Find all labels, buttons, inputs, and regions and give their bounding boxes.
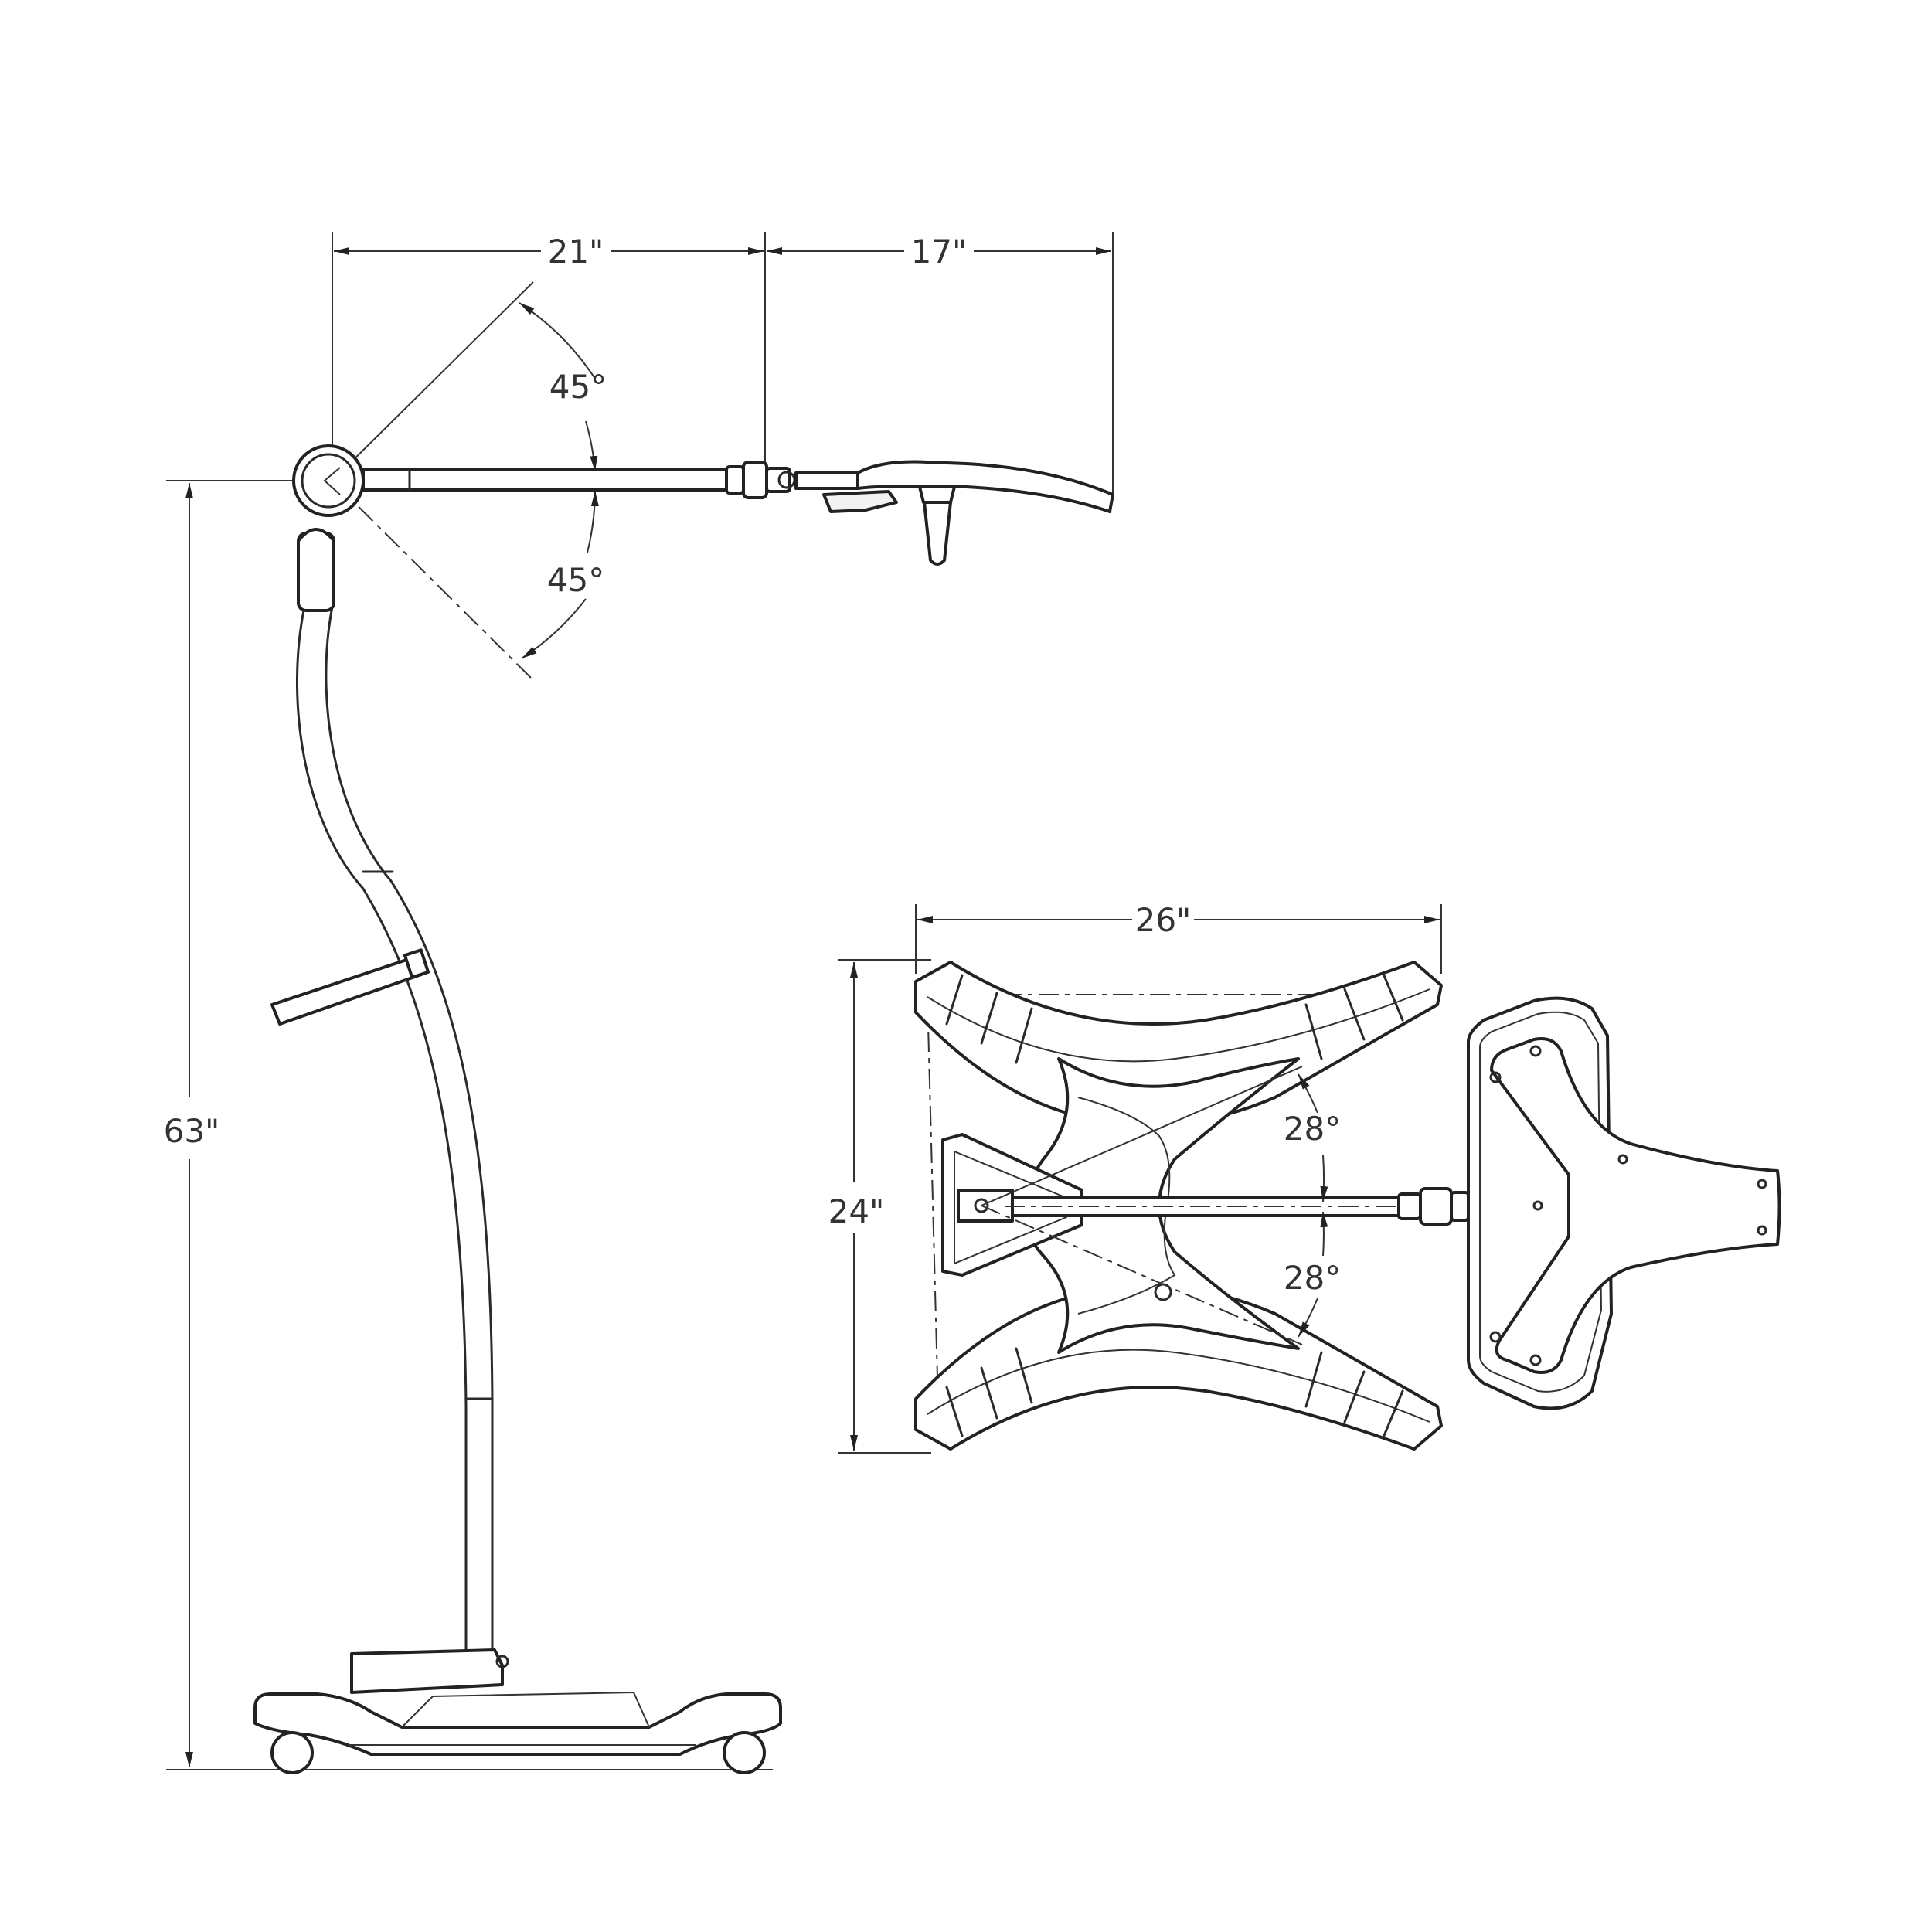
angle-label-swing-right: 28° [1284,1259,1341,1297]
side-view: 21" 17" 45° 45° 63" [164,232,1114,1774]
dim-label-26: 26" [1135,901,1192,939]
dim-label-63: 63" [164,1112,220,1150]
caster-wheel [270,1731,314,1774]
pole-handle [270,948,430,1026]
dim-label-24: 24" [828,1192,885,1230]
angle-label-swing-left: 28° [1284,1110,1341,1148]
dimension-arm-reach: 21" [334,233,764,270]
top-lamp-head [1467,996,1781,1410]
lamp-head [822,460,1114,566]
lamp-arm [362,461,859,499]
angle-tilt-down: 45° [521,490,604,659]
angle-label-down: 45° [547,561,604,599]
angle-swing-right: 28° [1284,1211,1341,1338]
dimension-head-reach: 17" [767,233,1111,270]
dimension-base-depth: 24" [828,962,885,1451]
dimension-base-width: 26" [917,901,1440,939]
angle-label-up: 45° [549,368,607,406]
top-view: 26" 24" [828,901,1781,1454]
angle-swing-left: 28° [1284,1073,1341,1202]
dimension-overall-height: 63" [164,483,220,1767]
lamp-pole [296,605,494,1655]
lamp-base [253,1648,782,1774]
pivot-joint [292,444,365,612]
dim-label-17: 17" [911,233,968,270]
angle-tilt-up: 45° [519,302,607,472]
dim-label-21: 21" [548,233,604,270]
caster-wheel [723,1731,766,1774]
